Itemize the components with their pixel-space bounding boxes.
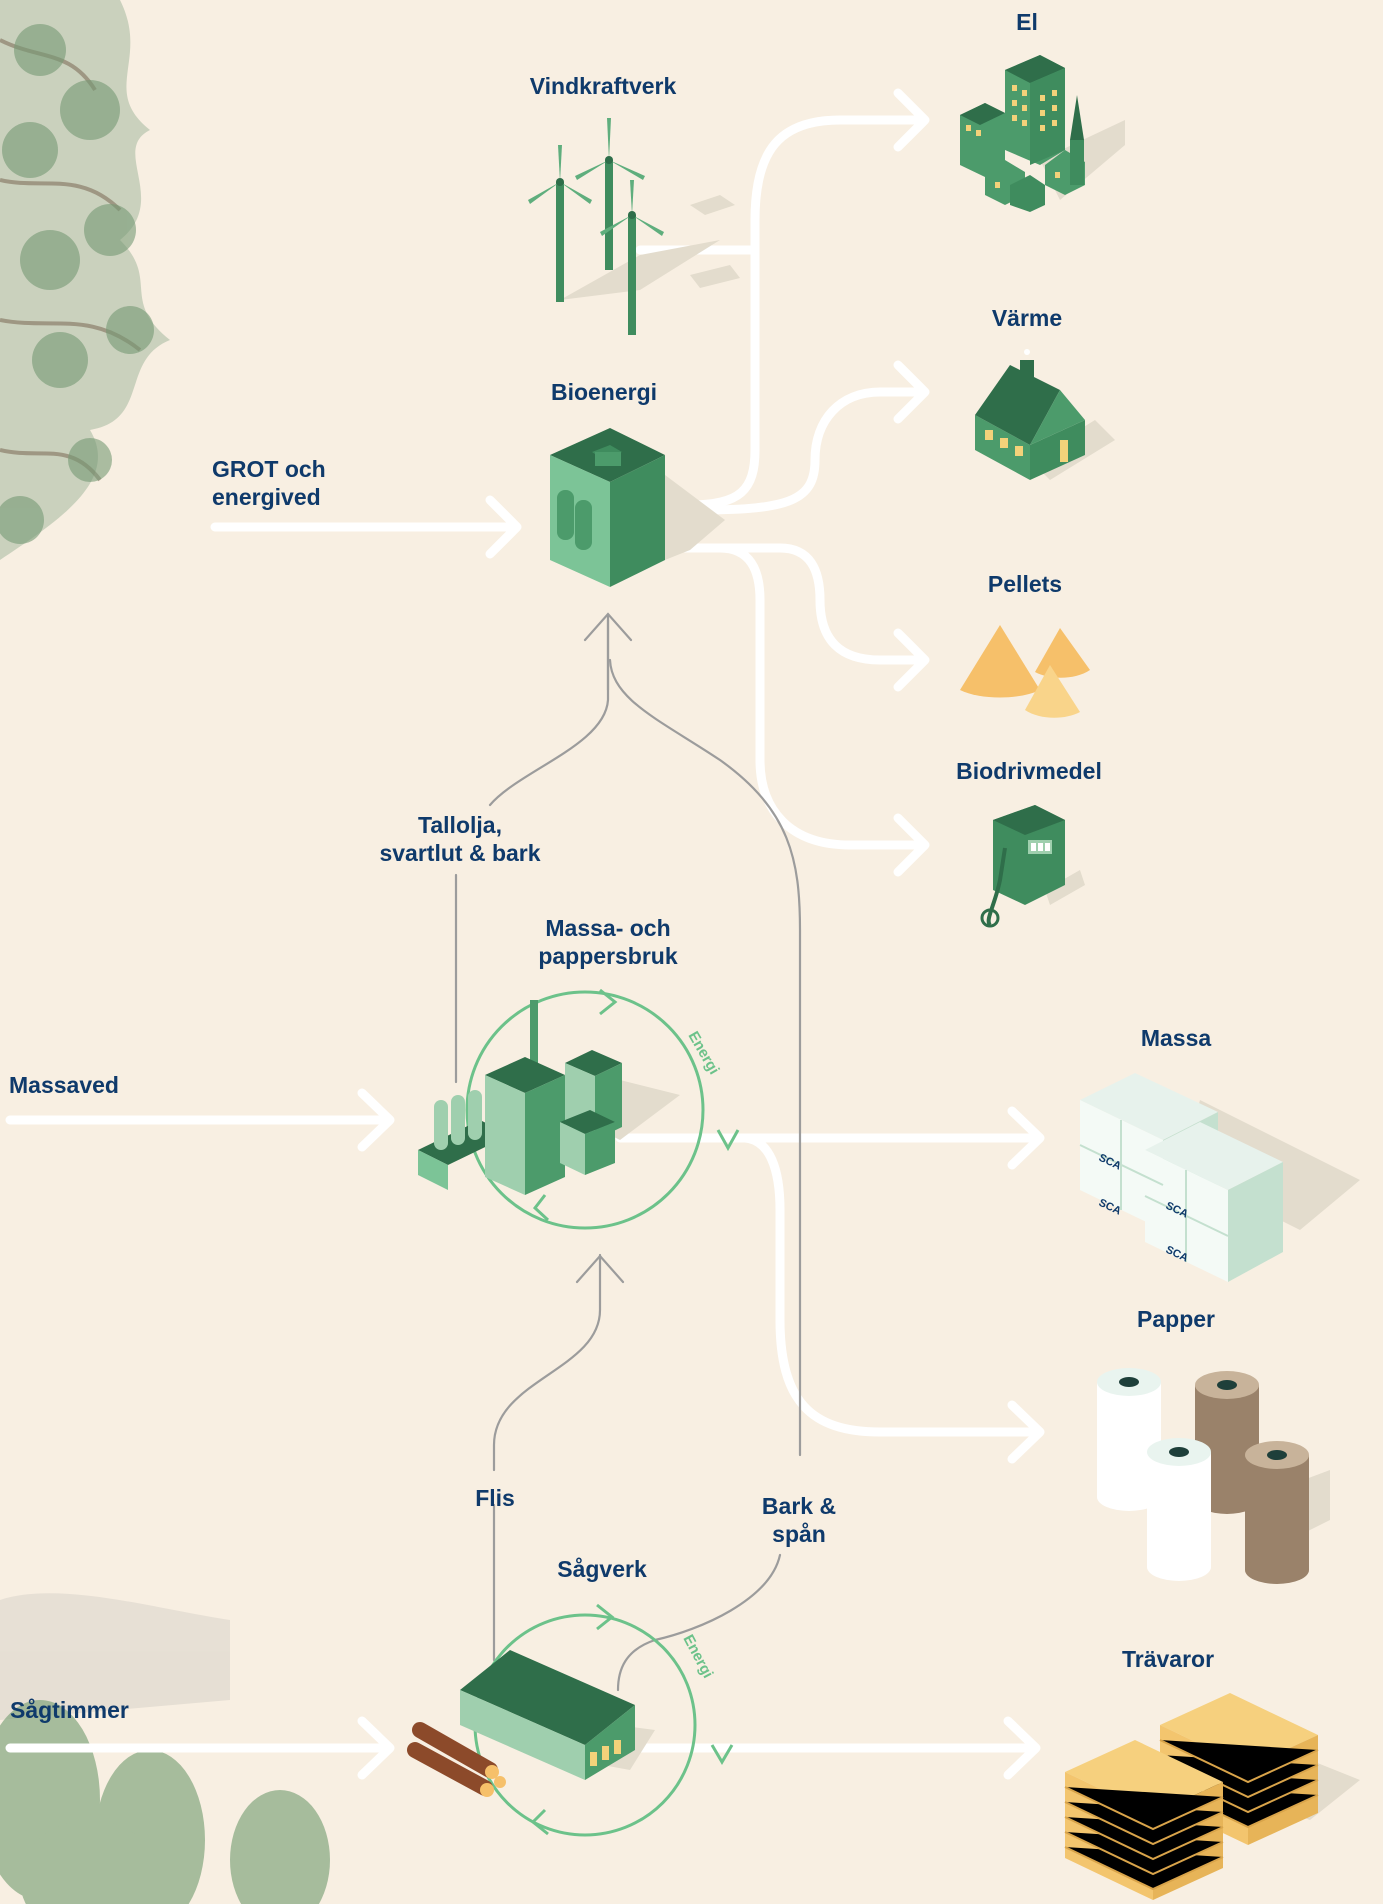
city-icon: [960, 55, 1125, 212]
sawmill-to-travaror-arrow: [615, 1716, 1041, 1780]
label-sagtimmer: Sågtimmer: [10, 1697, 129, 1723]
label-massa: Massa: [1140, 1025, 1212, 1051]
mill-to-massa-arrow: [615, 1106, 1045, 1170]
label-papper: Papper: [1137, 1306, 1215, 1332]
pine-tree-illustration: [0, 0, 170, 560]
paper-rolls-icon: [1097, 1368, 1330, 1584]
bark-lower-line: [616, 1553, 782, 1692]
label-massa-pappersbruk: Massa- och pappersbruk: [538, 915, 678, 969]
fuel-pump-icon: [980, 805, 1085, 928]
pellets-icon: [960, 625, 1090, 718]
label-massaved: Massaved: [9, 1072, 119, 1098]
bioenergi-to-biodrivmedel-arrow: [715, 543, 930, 877]
bioenergi-to-varme-arrow: [695, 360, 930, 515]
label-sagverk: Sågverk: [557, 1556, 647, 1582]
pulp-input-arrowhead: [575, 1254, 625, 1284]
bark-span-line: [608, 658, 802, 1457]
main-flow-arrows: [5, 88, 1045, 1780]
label-bioenergi: Bioenergi: [550, 379, 658, 405]
sagtimmer-to-sawmill-arrow: [5, 1716, 395, 1780]
label-tallolja: Tallolja, svartlut & bark: [379, 812, 541, 866]
lumber-stacks-icon: [1064, 1693, 1360, 1900]
house-icon: [975, 349, 1115, 480]
tallolja-line: [454, 618, 610, 1084]
grot-to-bioenergi-arrow: [210, 495, 522, 559]
label-flis: Flis: [475, 1485, 515, 1511]
label-biodrivmedel: Biodrivmedel: [956, 758, 1102, 784]
label-bark-span: Bark & spån: [761, 1493, 837, 1547]
bioenergi-input-arrowhead: [583, 612, 633, 692]
label-el: El: [1016, 9, 1038, 35]
label-travaror: Trävaror: [1121, 1646, 1215, 1672]
pulp-mill-icon: [418, 988, 740, 1230]
sawmill-icon: [407, 1603, 734, 1837]
pulp-bales-icon: SCA SCA SCA SCA: [1079, 1073, 1360, 1282]
energy-label-pulp-mill: Energi: [685, 1029, 723, 1078]
wind-turbines-icon: [528, 118, 740, 335]
energy-label-sawmill: Energi: [679, 1632, 716, 1681]
flis-line: [492, 1253, 602, 1662]
mill-to-papper-arrow: [740, 1133, 1045, 1464]
byproduct-lines: [454, 612, 802, 1692]
label-grot-energived: GROT och energived: [212, 456, 326, 510]
massaved-to-mill-arrow: [5, 1088, 395, 1152]
bioenergi-to-pellets-arrow: [675, 543, 930, 692]
label-pellets: Pellets: [987, 571, 1063, 597]
bioenergy-plant-icon: [550, 428, 725, 587]
label-varme: Värme: [991, 305, 1063, 331]
label-vindkraftverk: Vindkraftverk: [529, 73, 677, 99]
